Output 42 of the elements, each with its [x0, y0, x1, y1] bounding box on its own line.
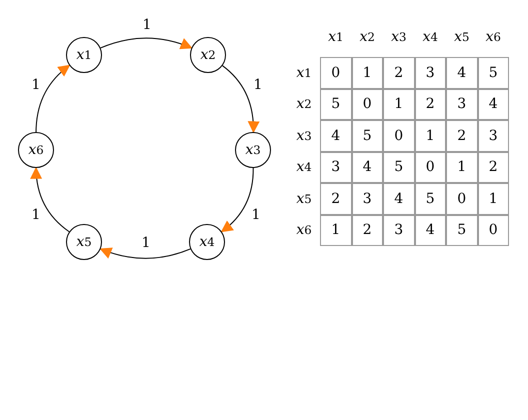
distance-value: 4	[414, 214, 446, 246]
distance-value: 0	[446, 183, 478, 214]
distance-value: 0	[320, 57, 352, 88]
distance-value: 1	[352, 57, 383, 88]
distance-value: 1	[446, 152, 478, 183]
distance-value: 5	[383, 152, 414, 183]
distance-value: 1	[478, 183, 509, 214]
distance-value: 4	[446, 57, 478, 88]
distance-value: 0	[383, 120, 414, 152]
distance-value: 4	[478, 88, 509, 120]
distance-value: 5	[478, 57, 509, 88]
distance-value: 1	[320, 214, 352, 246]
distance-value: 1	[414, 120, 446, 152]
distance-value: 3	[352, 183, 383, 214]
arrow	[100, 38, 193, 50]
distance-value: 5	[352, 120, 383, 152]
arrow	[222, 65, 260, 134]
distance-value: 0	[478, 214, 509, 246]
distance-value: 5	[320, 88, 352, 120]
distance-value: 2	[352, 214, 383, 246]
distance-value: 4	[352, 152, 383, 183]
distance-value: 3	[320, 152, 352, 183]
distance-value: 3	[478, 120, 509, 152]
distance-value: 2	[320, 183, 352, 214]
arrow	[30, 166, 70, 232]
distance-value: 1	[383, 88, 414, 120]
distance-value: 2	[414, 88, 446, 120]
distance-value: 5	[414, 183, 446, 214]
distance-value: 4	[320, 120, 352, 152]
arrow	[220, 168, 254, 232]
distance-value: 2	[446, 120, 478, 152]
distance-value: 3	[414, 57, 446, 88]
arrow	[99, 247, 191, 259]
distance-value: 0	[414, 152, 446, 183]
distance-value: 2	[478, 152, 509, 183]
distance-value: 0	[352, 88, 383, 120]
distance-value: 4	[383, 183, 414, 214]
distance-value: 3	[446, 88, 478, 120]
distance-value: 2	[383, 57, 414, 88]
arrow	[36, 64, 70, 132]
distance-value: 5	[446, 214, 478, 246]
distance-value: 3	[383, 214, 414, 246]
